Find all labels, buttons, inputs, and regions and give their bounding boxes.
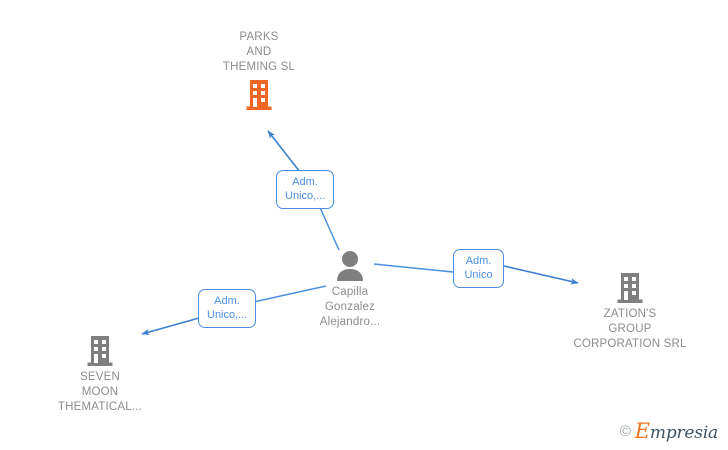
node-label-parks-and-theming: PARKS AND THEMING SL — [222, 31, 296, 73]
copyright-icon: © — [619, 423, 631, 440]
edge-label-adm-unico-zations[interactable]: Adm. Unico — [453, 249, 504, 288]
node-label-person-capilla-gonzalez: Capilla Gonzalez Alejandro... — [319, 286, 381, 328]
node-zations-group[interactable]: ZATION'S GROUP CORPORATION SRL — [555, 272, 705, 352]
brand-rest: mpresia — [649, 423, 718, 443]
brand-initial: E — [634, 419, 650, 443]
brand-name: Empresia — [635, 421, 718, 442]
empresia-watermark: © Empresia — [620, 421, 718, 442]
node-seven-moon[interactable]: SEVEN MOON THEMATICAL... — [25, 335, 175, 415]
building-icon — [25, 335, 175, 367]
building-icon — [184, 79, 334, 111]
edge-arrow-parks — [267, 130, 301, 173]
node-person-capilla-gonzalez[interactable]: Capilla Gonzalez Alejandro... — [275, 250, 425, 330]
building-icon — [555, 272, 705, 304]
edge-line-person-to-parks-label — [317, 202, 340, 251]
node-label-seven-moon: SEVEN MOON THEMATICAL... — [57, 371, 143, 413]
edge-label-adm-unico-parks[interactable]: Adm. Unico,... — [276, 170, 334, 209]
edge-label-adm-unico-seven-moon[interactable]: Adm. Unico,... — [198, 289, 256, 328]
node-label-zations-group: ZATION'S GROUP CORPORATION SRL — [573, 308, 687, 350]
person-icon — [275, 250, 425, 282]
node-parks-and-theming[interactable]: PARKS AND THEMING SL — [184, 30, 334, 111]
edge-arrow-seven-moon — [141, 317, 200, 336]
